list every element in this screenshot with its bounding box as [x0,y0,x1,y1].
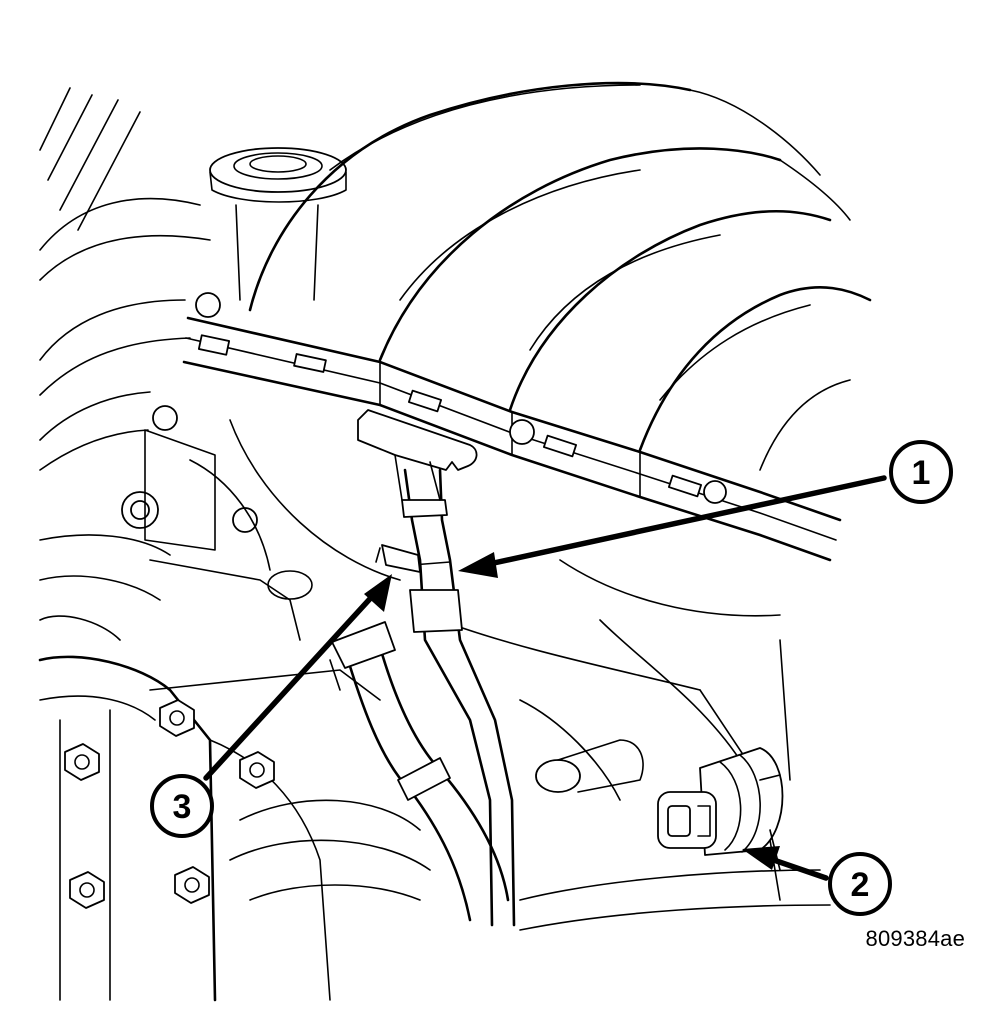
callout-1: 1 [458,440,953,578]
upper-left-hatching [39,87,141,231]
callout-3-leader [203,587,381,781]
oil-filler-cap [209,147,347,301]
callout-1-circle [889,440,953,504]
figure-id-label: 809384ae [865,926,965,951]
callout-3-number: 3 [173,788,192,826]
callout-1-number: 1 [912,454,931,492]
intake-manifold-runners [248,81,872,471]
manifold-flange-rail [182,316,842,562]
left-engine-block [39,429,313,641]
flange-bolts [121,292,727,533]
lower-engine-lines [519,639,831,931]
callout-1-arrowhead [458,552,498,578]
callout-2-circle [828,852,892,916]
coolant-hose [329,621,510,922]
oil-dipstick-tube [401,468,516,927]
oil-pressure-sensor [657,747,784,871]
cover-hex-bolts [64,699,275,909]
callout-3-arrowhead [364,574,392,612]
callout-2: 2 [742,846,892,916]
callout-2-arrowhead [742,846,780,870]
dipstick-handle [357,409,478,501]
mounting-boss [535,739,644,793]
left-hoses [39,197,211,471]
callout-1-leader [477,475,887,569]
front-timing-cover [38,615,431,1002]
dipstick-retaining-clip [375,544,421,573]
callout-3: 3 [150,574,392,838]
callout-2-number: 2 [851,866,870,904]
callout-3-circle [150,774,214,838]
